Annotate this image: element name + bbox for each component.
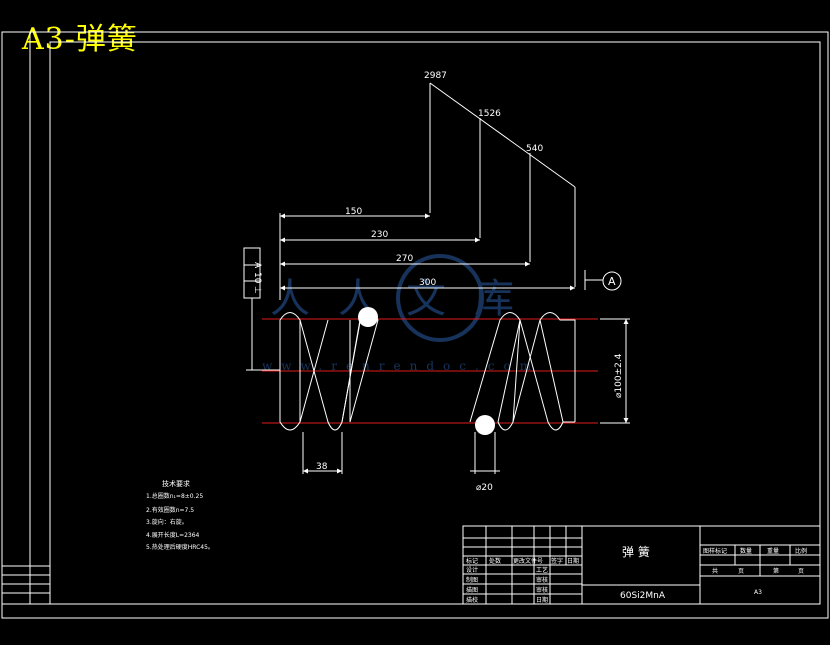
row-date: 日期 — [536, 596, 548, 604]
scale-label: A3 — [754, 589, 762, 596]
pitch-label: 38 — [316, 462, 328, 472]
rev-header-doc: 更改文件号 — [513, 557, 543, 565]
row-drawing: 制图 — [466, 576, 478, 584]
sheet-total-2: 页 — [738, 568, 744, 575]
wire-section-bottom — [475, 415, 495, 435]
center-lines — [262, 318, 598, 424]
row-process: 工艺 — [536, 566, 548, 574]
spring-coils — [279, 312, 576, 431]
outer-diameter-dimension — [600, 318, 630, 424]
datum-marker — [584, 270, 622, 291]
rev-header-date: 日期 — [567, 557, 579, 565]
right-header-mark: 图样标记 — [703, 547, 727, 555]
datum-label: A — [608, 275, 616, 288]
tech-req-item-1: 1.总圈数n₁=8±0.25 — [146, 492, 203, 500]
length-value-3: 270 — [396, 254, 413, 264]
right-header-weight: 重量 — [767, 547, 779, 555]
row-review-1: 审核 — [536, 576, 548, 584]
perpendicularity-value: 10 — [252, 272, 262, 284]
tech-req-item-5: 5.热处理后硬度HRC45。 — [146, 543, 214, 551]
pitch-dimension — [302, 432, 500, 474]
watermark-url: www.renrendoc.com — [262, 359, 540, 373]
right-header-scale: 比例 — [795, 547, 807, 555]
outer-diameter-label: ⌀100±2.4 — [614, 353, 624, 398]
length-value-1: 150 — [345, 207, 362, 217]
load-value-1: 2987 — [424, 71, 447, 81]
tech-req-item-3: 3.旋向：右旋。 — [146, 518, 188, 526]
tech-req-item-2: 2.有效圈数n=7.5 — [146, 506, 194, 514]
tech-req-item-4: 4.展开长度L=2364 — [146, 531, 200, 539]
tech-req-heading: 技术要求 — [162, 479, 190, 488]
sheet-total-1: 共 — [712, 567, 718, 575]
sheet-index-1: 第 — [773, 567, 779, 575]
perpendicularity-symbol: ⊥ — [252, 286, 262, 294]
rev-header-mark: 标记 — [466, 557, 478, 565]
load-value-3: 540 — [526, 144, 543, 154]
load-value-2: 1526 — [478, 109, 501, 119]
row-tracing: 描图 — [466, 586, 478, 594]
wire-section-top — [358, 307, 378, 327]
right-header-qty: 数量 — [740, 547, 752, 555]
title-block — [462, 525, 821, 605]
row-check: 描校 — [466, 596, 478, 604]
length-value-4: 300 — [419, 278, 436, 288]
row-design: 设计 — [466, 566, 478, 574]
drawing-frame — [1, 31, 829, 619]
wire-diameter-label: ⌀20 — [476, 483, 493, 493]
length-value-2: 230 — [371, 230, 388, 240]
part-name: 弹 簧 — [622, 544, 650, 559]
perpendicularity-frame — [243, 247, 280, 371]
material: 60Si2MnA — [620, 591, 666, 601]
load-diagram — [279, 82, 576, 300]
rev-header-count: 处数 — [489, 557, 501, 565]
rev-header-sign: 签字 — [551, 557, 563, 565]
watermark: 人人文库 www.renrendoc.com — [262, 254, 542, 373]
sheet-title: A3-弹簧 — [22, 22, 138, 57]
sheet-index-2: 页 — [798, 568, 804, 575]
perpendicularity-datum: A — [252, 262, 262, 269]
row-review-2: 审核 — [536, 586, 548, 594]
watermark-text: 人人文库 — [270, 276, 542, 322]
